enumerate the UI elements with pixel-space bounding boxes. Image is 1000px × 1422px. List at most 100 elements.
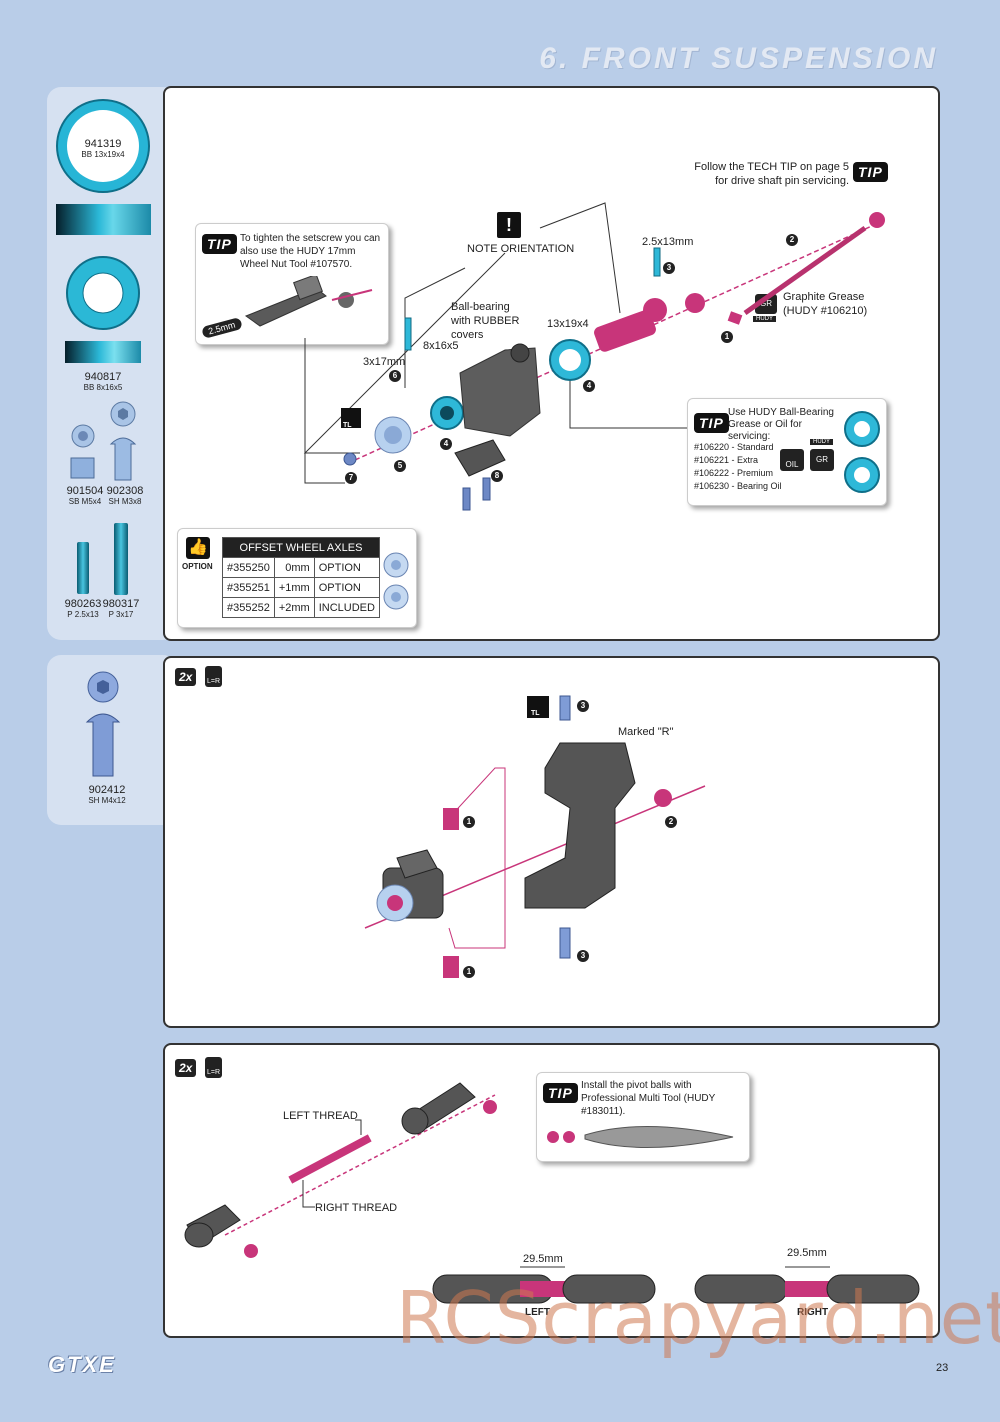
quantity-badge: 2x bbox=[175, 1059, 197, 1077]
watermark: RCScrapyard.net bbox=[396, 1276, 1000, 1360]
tip-oil-heading: Use HUDY Ball-Bearing Grease or Oil for … bbox=[728, 407, 834, 442]
parts-sidebar-1: 941319 BB 13x19x4 940817 BB 8x16x5 90150… bbox=[47, 87, 177, 640]
tip-oil-box: TIP Use HUDY Ball-Bearing Grease or Oil … bbox=[687, 398, 887, 506]
threadlock-icon: TL bbox=[531, 710, 540, 717]
part-desc: BB 8x16x5 bbox=[83, 383, 123, 392]
left-thread-label: LEFT THREAD bbox=[283, 1110, 358, 1122]
page-number: 23 bbox=[936, 1362, 949, 1374]
step-3-panel: 2x L=R LEFT THREAD RIGHT THREAD TIP Inst… bbox=[163, 1043, 940, 1338]
bearing-940817-icon bbox=[66, 256, 140, 330]
knuckle-assembly-diagram bbox=[364, 695, 706, 978]
tip-badge: TIP bbox=[202, 234, 237, 254]
warning-icon: ! bbox=[497, 212, 521, 238]
techtip-text: Follow the TECH TIP on page 5 for drive … bbox=[694, 161, 849, 187]
hudy-logo: HUDY bbox=[753, 316, 777, 322]
step-number: 7 bbox=[345, 472, 357, 484]
part-code: 901504 bbox=[66, 485, 104, 497]
oil-item: #106220 - Standard bbox=[694, 442, 774, 452]
section-title: 6. FRONT SUSPENSION bbox=[539, 42, 938, 75]
dimension-right: 29.5mm bbox=[787, 1247, 827, 1259]
part-code: 940817 bbox=[84, 371, 122, 383]
quantity-badge: 2x bbox=[175, 668, 197, 686]
left-equals-right-icon: L=R bbox=[205, 1057, 223, 1078]
screws-icon bbox=[70, 401, 137, 481]
bearing-icon bbox=[844, 411, 880, 493]
step-number: 3 bbox=[663, 262, 675, 274]
tip-badge: TIP bbox=[694, 413, 729, 433]
step-number: 1 bbox=[463, 816, 475, 828]
parts-sidebar-2: 902412 SH M4x12 bbox=[47, 655, 177, 825]
tip-badge: TIP bbox=[853, 162, 888, 182]
pin-icon bbox=[114, 523, 128, 595]
oil-item: #106221 - Extra bbox=[694, 455, 759, 465]
graphite-grease-label: Graphite Grease (HUDY #106210) bbox=[783, 291, 868, 317]
bearing-side-icon bbox=[56, 204, 151, 235]
bearing-side-icon bbox=[65, 341, 141, 363]
part-desc: SH M4x12 bbox=[88, 796, 126, 805]
turnbuckle-diagram bbox=[184, 1082, 920, 1304]
note-orientation: NOTE ORIENTATION bbox=[467, 243, 575, 255]
screw-902412-icon bbox=[85, 671, 121, 777]
part-code: 980317 bbox=[102, 598, 140, 610]
dimension-left: 29.5mm bbox=[523, 1253, 563, 1265]
grease-icon: GR bbox=[810, 449, 834, 471]
gtxe-logo: GTXE bbox=[48, 1352, 116, 1377]
right-label: RIGHT bbox=[797, 1307, 829, 1318]
hudy-logo: HUDY bbox=[810, 439, 834, 445]
thumbs-up-icon: 👍 bbox=[186, 537, 210, 559]
step-number: 6 bbox=[389, 370, 401, 382]
part-code: 980263 bbox=[64, 598, 102, 610]
part-desc: P 2.5x13 bbox=[67, 610, 99, 619]
axle-icon bbox=[383, 552, 409, 610]
part-desc: P 3x17 bbox=[108, 610, 134, 619]
marked-r-label: Marked "R" bbox=[618, 726, 674, 738]
tip-badge: TIP bbox=[543, 1083, 578, 1103]
threadlock-icon: TL bbox=[343, 422, 352, 429]
pin-icon bbox=[77, 542, 89, 594]
multi-tool-icon bbox=[547, 1125, 734, 1149]
oil-item: #106222 - Premium bbox=[694, 468, 774, 478]
bearing-label-8x16x5: 8x16x5 bbox=[423, 340, 459, 352]
oil-icon: OIL bbox=[780, 449, 804, 471]
step-number: 3 bbox=[577, 700, 589, 712]
step-number: 3 bbox=[577, 950, 589, 962]
option-label: OPTION bbox=[182, 562, 213, 571]
tip-pivot-text: Install the pivot balls with Professiona… bbox=[581, 1080, 716, 1117]
part-code: 902308 bbox=[106, 485, 144, 497]
wheel-nut-tool-icon bbox=[244, 276, 373, 327]
step-1-panel: TIP To tighten the setscrew you can also… bbox=[163, 86, 940, 641]
part-desc: BB 13x19x4 bbox=[81, 150, 125, 159]
part-desc: SB M5x4 bbox=[68, 497, 102, 506]
step-number: 4 bbox=[583, 380, 595, 392]
part-code: 941319 bbox=[84, 138, 122, 150]
bearing-941319-icon bbox=[56, 99, 150, 193]
pin-label-3x17: 3x17mm bbox=[363, 356, 406, 368]
ball-bearing-rubber-label: Ball-bearing with RUBBER covers bbox=[451, 301, 520, 341]
step-number: 2 bbox=[786, 234, 798, 246]
oil-item: #106230 - Bearing Oil bbox=[694, 481, 782, 491]
tip-setscrew-text: To tighten the setscrew you can also use… bbox=[240, 233, 381, 270]
step-number: 1 bbox=[463, 966, 475, 978]
step-2-panel: 2x L=R Marked "R" TL 3 1 2 1 3 bbox=[163, 656, 940, 1028]
part-code: 902412 bbox=[88, 784, 126, 796]
bearing-label-13x19x4: 13x19x4 bbox=[547, 318, 589, 330]
step-number: 8 bbox=[491, 470, 503, 482]
table-title: OFFSET WHEEL AXLES bbox=[222, 537, 380, 558]
step-number: 1 bbox=[721, 331, 733, 343]
left-label: LEFT bbox=[525, 1307, 550, 1318]
pin-label-2.5x13: 2.5x13mm bbox=[642, 236, 694, 248]
front-suspension-exploded-diagram bbox=[303, 202, 886, 511]
step-number: 5 bbox=[394, 460, 406, 472]
step-number: 2 bbox=[665, 816, 677, 828]
right-thread-label: RIGHT THREAD bbox=[315, 1202, 398, 1214]
step-number: 4 bbox=[440, 438, 452, 450]
left-equals-right-icon: L=R bbox=[205, 666, 223, 687]
tip-setscrew-box: TIP To tighten the setscrew you can also… bbox=[195, 223, 389, 345]
tip-pivot-box: TIP Install the pivot balls with Profess… bbox=[536, 1072, 750, 1162]
part-desc: SH M3x8 bbox=[108, 497, 142, 506]
